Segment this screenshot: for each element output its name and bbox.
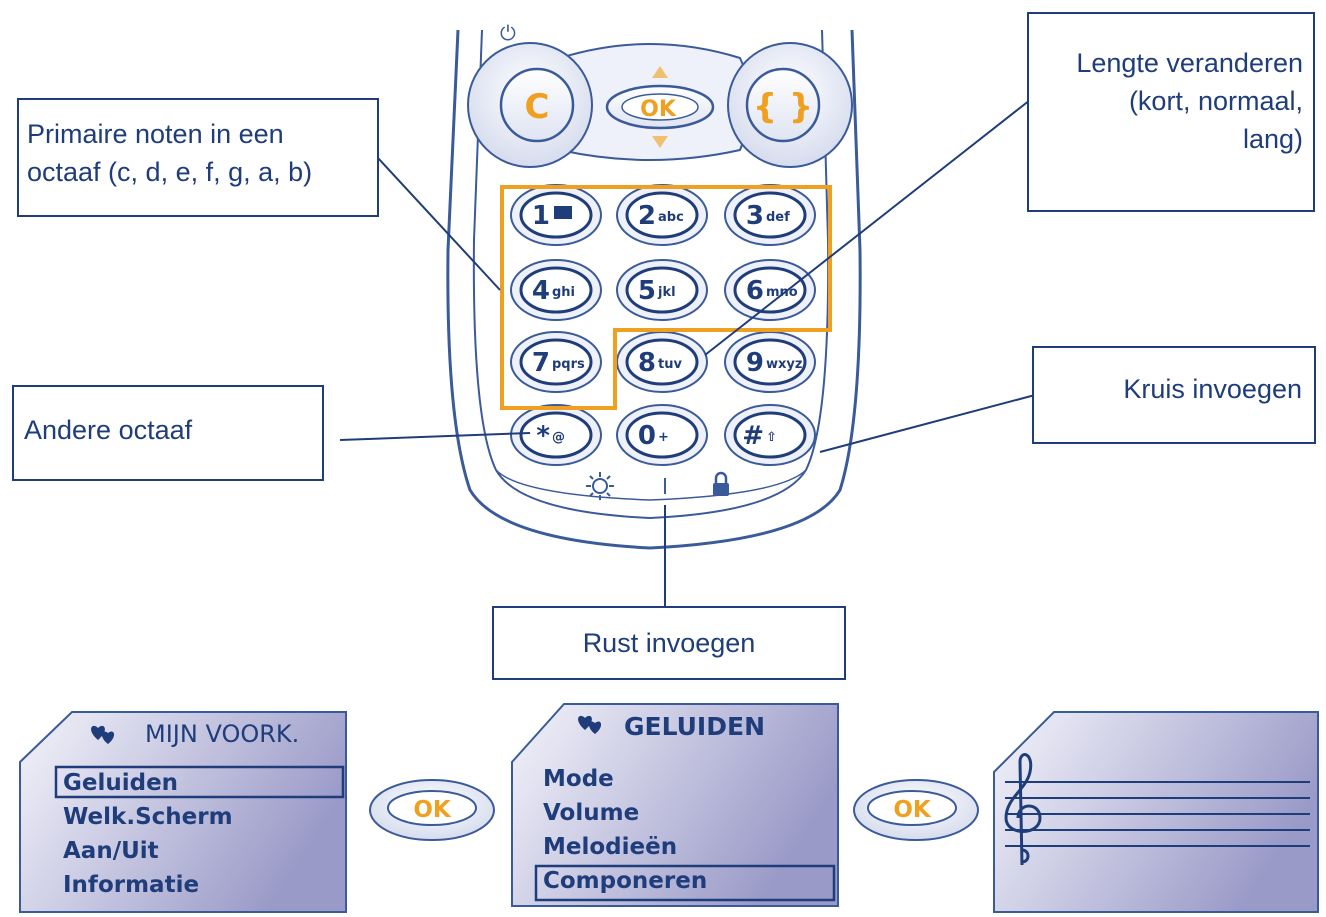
favorites-item-sounds[interactable]: Geluiden <box>63 770 179 796</box>
favorites-title: MIJN VOORK. <box>145 720 300 748</box>
sounds-menu: Mode Volume Melodieën Componeren <box>543 762 707 898</box>
key-letters: ghi <box>552 285 575 300</box>
music-staff <box>1005 781 1310 847</box>
ok-button-1[interactable]: OK <box>369 779 495 841</box>
ok-button-2[interactable]: OK <box>853 779 979 841</box>
sounds-title: GELUIDEN <box>624 712 765 741</box>
ok-nav-key[interactable]: OK <box>605 66 715 148</box>
favorites-item-welcome-screen[interactable]: Welk.Scherm <box>63 804 233 830</box>
brightness-icon <box>586 472 614 500</box>
key-digit: 7 <box>532 348 550 378</box>
leader-line-primary-notes <box>377 157 501 291</box>
callout-primary-notes-line2: octaaf (c, d, e, f, g, a, b) <box>27 157 313 187</box>
favorites-menu: Geluiden Welk.Scherm Aan/Uit Informatie <box>63 766 233 902</box>
right-soft-key[interactable]: { } <box>727 42 853 168</box>
key-letters: wxyz <box>766 357 802 372</box>
favorites-item-on-off[interactable]: Aan/Uit <box>63 838 159 864</box>
key-digit: 4 <box>532 276 550 306</box>
callout-other-octave-text: Andere octaaf <box>24 415 193 445</box>
sounds-item-volume[interactable]: Volume <box>543 800 640 826</box>
leader-line-sharp <box>819 394 1036 453</box>
hearts-icon <box>91 725 115 744</box>
hearts-icon <box>578 715 602 734</box>
svg-text:⏻: ⏻ <box>500 21 516 45</box>
sounds-item-mode[interactable]: Mode <box>543 766 614 792</box>
arrow-up-icon <box>652 66 668 78</box>
key-letters: @ <box>552 430 565 445</box>
key-digit: 2 <box>638 201 656 231</box>
key-letters: ⇧ <box>766 430 777 445</box>
key-0[interactable]: 0+ <box>616 404 708 466</box>
key-star[interactable]: *@ <box>510 404 602 466</box>
favorites-item-information[interactable]: Informatie <box>63 872 200 898</box>
key-digit: # <box>742 421 764 451</box>
key-digit: 8 <box>638 348 656 378</box>
ok-button-1-label: OK <box>413 797 452 823</box>
sounds-item-compose[interactable]: Componeren <box>543 868 708 894</box>
arrow-down-icon <box>652 136 668 148</box>
callout-primary-notes: Primaire noten in een octaaf (c, d, e, f… <box>17 98 379 217</box>
callout-insert-sharp-text: Kruis invoegen <box>1123 374 1302 404</box>
leader-lines <box>339 99 1036 607</box>
key-letters: + <box>658 430 669 445</box>
clear-key-label: C <box>525 87 550 127</box>
key-letters: def <box>766 210 790 225</box>
ok-nav-key-label: OK <box>640 97 677 122</box>
callout-length: Lengte veranderen (kort, normaal, lang) <box>1027 12 1315 212</box>
key-digit: 6 <box>746 276 764 306</box>
leader-line-length <box>704 99 1031 356</box>
key-digit: 3 <box>746 201 764 231</box>
screen-favorites <box>19 711 347 913</box>
callout-length-line1: Lengte veranderen <box>1076 48 1303 78</box>
key-digit: 5 <box>638 276 656 306</box>
key-digit: 0 <box>638 421 656 451</box>
sounds-item-melodies[interactable]: Melodieën <box>543 834 678 860</box>
key-letters: jkl <box>657 285 676 300</box>
key-digit: 1 <box>532 201 550 231</box>
callout-other-octave: Andere octaaf <box>12 385 324 481</box>
key-digit: 9 <box>746 348 764 378</box>
callout-insert-sharp: Kruis invoegen <box>1032 346 1316 444</box>
key-letters: mno <box>766 285 798 300</box>
callout-length-line3: lang) <box>1242 124 1303 154</box>
clear-key[interactable]: C <box>467 42 593 168</box>
key-letters: pqrs <box>552 357 585 372</box>
key-letters: abc <box>658 210 684 225</box>
key-letters: tuv <box>658 357 682 372</box>
callout-insert-rest-text: Rust invoegen <box>582 628 756 658</box>
treble-clef-icon <box>1004 753 1042 866</box>
key-1[interactable]: 1 <box>510 184 602 246</box>
voicemail-icon <box>554 206 572 219</box>
screen-sounds <box>511 703 839 907</box>
callout-primary-notes-line1: Primaire noten in een <box>27 119 284 149</box>
primary-notes-highlight <box>500 185 832 410</box>
soft-key-brace-icon: { } <box>753 87 813 127</box>
key-hash[interactable]: #⇧ <box>724 404 816 466</box>
lock-icon <box>713 471 729 496</box>
callout-insert-rest: Rust invoegen <box>492 606 846 680</box>
screen-composer <box>993 711 1319 913</box>
leader-line-other-octave <box>339 432 531 441</box>
phone-body: ⏻ <box>446 21 862 550</box>
callout-length-line2: (kort, normaal, <box>1128 86 1303 116</box>
ok-button-2-label: OK <box>893 797 932 823</box>
key-digit: * <box>536 421 550 451</box>
